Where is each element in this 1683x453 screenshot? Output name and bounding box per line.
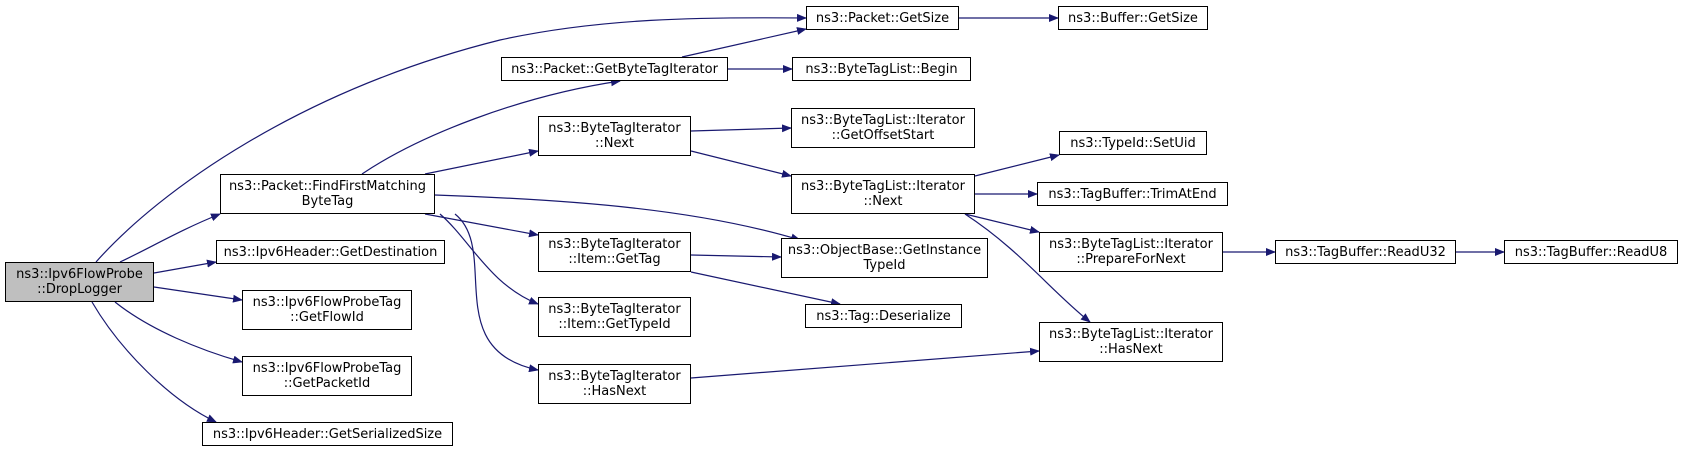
edge-bti-hasnext-to-btl-hasnext	[690, 347, 1040, 379]
edge-btl-iterator-next-to-typeid-setuid	[974, 153, 1060, 177]
edge-bti-item-gettag-to-getinstancetypeid	[690, 252, 782, 261]
edge-bti-item-gettag-to-tag-deserialize	[690, 271, 841, 307]
node-label-line: ::GetPacketId	[283, 376, 371, 391]
node-label-line: ::GetOffsetStart	[831, 128, 935, 143]
node-ipv6header-getserializedsize[interactable]: ns3::Ipv6Header::GetSerializedSize	[202, 422, 453, 446]
node-typeid-setuid[interactable]: ns3::TypeId::SetUid	[1059, 131, 1207, 155]
node-label: ns3::Tag::Deserialize	[816, 308, 951, 324]
node-flowprobetag-getflowid[interactable]: ns3::Ipv6FlowProbeTag ::GetFlowId	[242, 290, 412, 330]
edge-findfirstmatching-to-getbytetagiterator	[361, 78, 621, 175]
node-btl-iterator-hasnext[interactable]: ns3::ByteTagList::Iterator ::HasNext	[1039, 322, 1223, 362]
edge-bti-next-to-btl-iterator-next	[690, 150, 792, 178]
node-tagbuffer-readu32[interactable]: ns3::TagBuffer::ReadU32	[1275, 240, 1456, 264]
node-label: ns3::Ipv6Header::GetDestination	[223, 244, 438, 260]
node-label-line: ::Item::GetTag	[568, 252, 661, 267]
node-label-line: ns3::ByteTagIterator	[548, 121, 681, 136]
node-label: ns3::TagBuffer::ReadU32	[1285, 244, 1446, 260]
node-label-line: ns3::ByteTagList::Iterator	[1049, 237, 1213, 252]
node-label-line: ns3::ObjectBase::GetInstance	[787, 243, 982, 258]
node-objectbase-getinstancetypeid[interactable]: ns3::ObjectBase::GetInstance TypeId	[781, 238, 988, 278]
node-bti-item-gettypeid[interactable]: ns3::ByteTagIterator ::Item::GetTypeId	[538, 297, 691, 337]
node-label-line: ns3::Packet::FindFirstMatching	[228, 179, 427, 194]
node-label-line: ns3::ByteTagList::Iterator	[801, 113, 965, 128]
edge-root-to-getdestination	[153, 259, 217, 274]
node-label-line: ::DropLogger	[37, 282, 122, 297]
node-label-line: ::Next	[594, 136, 635, 151]
edge-getbytetagiterator-to-packet-getsize	[681, 27, 807, 58]
node-bytetagiterator-next[interactable]: ns3::ByteTagIterator ::Next	[538, 116, 691, 156]
node-label: ns3::Packet::GetSize	[815, 10, 950, 26]
node-label: ns3::ByteTagList::Begin	[805, 61, 958, 77]
node-label: ns3::TagBuffer::ReadU8	[1514, 244, 1668, 260]
edge-root-to-findfirstmatching	[119, 213, 221, 263]
node-label-line: ns3::ByteTagIterator	[548, 302, 681, 317]
edge-root-to-packet-getsize	[95, 13, 807, 263]
edge-findfirstmatching-to-bti-next	[424, 148, 539, 175]
node-flowprobetag-getpacketid[interactable]: ns3::Ipv6FlowProbeTag ::GetPacketId	[242, 356, 412, 396]
node-label: ns3::Packet::GetByteTagIterator	[511, 61, 718, 77]
node-label: ns3::Ipv6Header::GetSerializedSize	[212, 426, 443, 442]
node-label-line: ns3::ByteTagIterator	[548, 369, 681, 384]
node-label: ns3::Buffer::GetSize	[1068, 10, 1198, 26]
node-label-line: ::GetFlowId	[290, 310, 364, 325]
node-label-line: TypeId	[863, 258, 906, 273]
node-label-line: ::HasNext	[582, 384, 647, 399]
node-label-line: ::Next	[863, 194, 903, 209]
node-label: ns3::TypeId::SetUid	[1070, 135, 1196, 151]
edge-root-to-getserializedsize	[91, 301, 217, 423]
edge-bti-next-to-getoffsetstart	[690, 124, 792, 133]
edge-btl-iterator-next-to-btl-hasnext	[964, 213, 1091, 323]
edge-findfirstmatching-to-bti-item-gettypeid	[439, 213, 539, 305]
edge-findfirstmatching-to-bti-item-gettag	[424, 213, 539, 238]
node-packet-getsize[interactable]: ns3::Packet::GetSize	[806, 6, 959, 30]
node-label-line: ByteTag	[301, 194, 354, 209]
node-label-line: ::PrepareForNext	[1076, 252, 1186, 267]
edge-layer	[91, 13, 1505, 423]
node-label-line: ns3::ByteTagList::Iterator	[1049, 327, 1213, 342]
node-label-line: ns3::ByteTagList::Iterator	[801, 179, 965, 194]
node-label: ns3::TagBuffer::TrimAtEnd	[1048, 186, 1217, 202]
node-label-line: ns3::Ipv6FlowProbeTag	[252, 361, 402, 376]
node-label-line: ns3::Ipv6FlowProbeTag	[252, 295, 402, 310]
node-btl-iterator-getoffsetstart[interactable]: ns3::ByteTagList::Iterator ::GetOffsetSt…	[791, 108, 975, 148]
edge-findfirstmatching-to-getinstancetypeid	[434, 194, 801, 242]
node-bti-hasnext[interactable]: ns3::ByteTagIterator ::HasNext	[538, 364, 691, 404]
node-label-line: ns3::ByteTagIterator	[548, 237, 681, 252]
node-buffer-getsize[interactable]: ns3::Buffer::GetSize	[1058, 6, 1208, 30]
edge-findfirstmatching-to-bti-hasnext	[454, 213, 539, 373]
node-bti-item-gettag[interactable]: ns3::ByteTagIterator ::Item::GetTag	[538, 232, 691, 272]
edge-root-to-getflowid	[153, 286, 243, 303]
node-packet-findfirstmatchingbytetag[interactable]: ns3::Packet::FindFirstMatching ByteTag	[220, 174, 435, 214]
node-bytetaglist-begin[interactable]: ns3::ByteTagList::Begin	[792, 57, 971, 81]
node-label-line: ::HasNext	[1099, 342, 1163, 357]
node-ipv6header-getdestination[interactable]: ns3::Ipv6Header::GetDestination	[216, 240, 445, 264]
node-tagbuffer-trimatend[interactable]: ns3::TagBuffer::TrimAtEnd	[1037, 182, 1228, 206]
node-ipv6flowprobe-droplogger: ns3::Ipv6FlowProbe ::DropLogger	[5, 262, 154, 302]
node-packet-getbytetagiterator[interactable]: ns3::Packet::GetByteTagIterator	[501, 57, 728, 81]
node-label-line: ns3::Ipv6FlowProbe	[16, 267, 143, 282]
node-label-line: ::Item::GetTypeId	[558, 317, 671, 332]
edge-btl-iterator-next-to-preparefornext	[964, 213, 1040, 234]
node-btl-iterator-next[interactable]: ns3::ByteTagList::Iterator ::Next	[791, 174, 975, 214]
node-btl-iterator-preparefornext[interactable]: ns3::ByteTagList::Iterator ::PrepareForN…	[1039, 232, 1223, 272]
node-tag-deserialize[interactable]: ns3::Tag::Deserialize	[805, 304, 962, 328]
edge-root-to-getpacketid	[114, 301, 243, 364]
node-tagbuffer-readu8[interactable]: ns3::TagBuffer::ReadU8	[1504, 240, 1678, 264]
